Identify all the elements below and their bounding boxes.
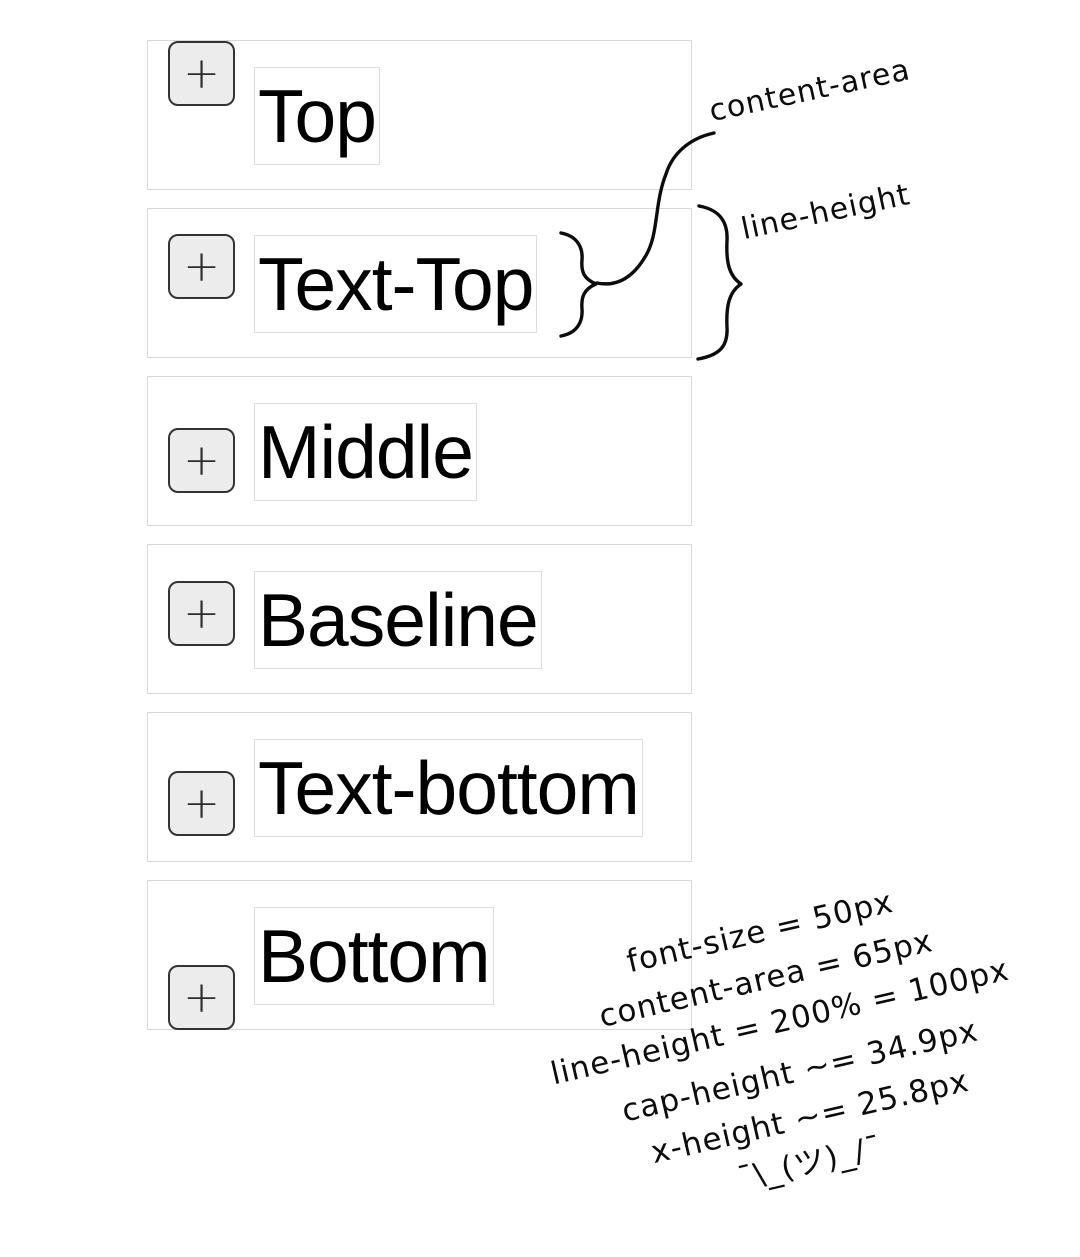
content-area-label: content-area [706, 52, 914, 130]
plus-button[interactable]: + [168, 771, 235, 836]
aligned-text-box: Text-bottom [254, 739, 643, 837]
example-row-text-bottom: + Text-bottom [147, 712, 692, 862]
line-height-brace-icon [696, 204, 743, 361]
aligned-text-box: Baseline [254, 571, 542, 669]
plus-button[interactable]: + [168, 234, 235, 299]
plus-button[interactable]: + [168, 428, 235, 493]
aligned-text-box: Top [254, 67, 380, 165]
example-row-baseline: + Baseline [147, 544, 692, 694]
aligned-text-box: Bottom [254, 907, 494, 1005]
plus-button[interactable]: + [168, 581, 235, 646]
line-height-label: line-height [738, 177, 914, 248]
aligned-text-box: Text-Top [254, 235, 538, 333]
example-row-middle: + Middle [147, 376, 692, 526]
vertical-align-diagram: + Top + Text-Top + Middle + Baseline + T… [147, 40, 1013, 1197]
plus-button[interactable]: + [168, 41, 235, 106]
aligned-text-box: Middle [254, 403, 477, 501]
plus-button[interactable]: + [168, 965, 235, 1030]
example-row-text-top: + Text-Top [147, 208, 692, 358]
example-row-bottom: + Bottom [147, 880, 692, 1030]
example-row-top: + Top [147, 40, 692, 190]
